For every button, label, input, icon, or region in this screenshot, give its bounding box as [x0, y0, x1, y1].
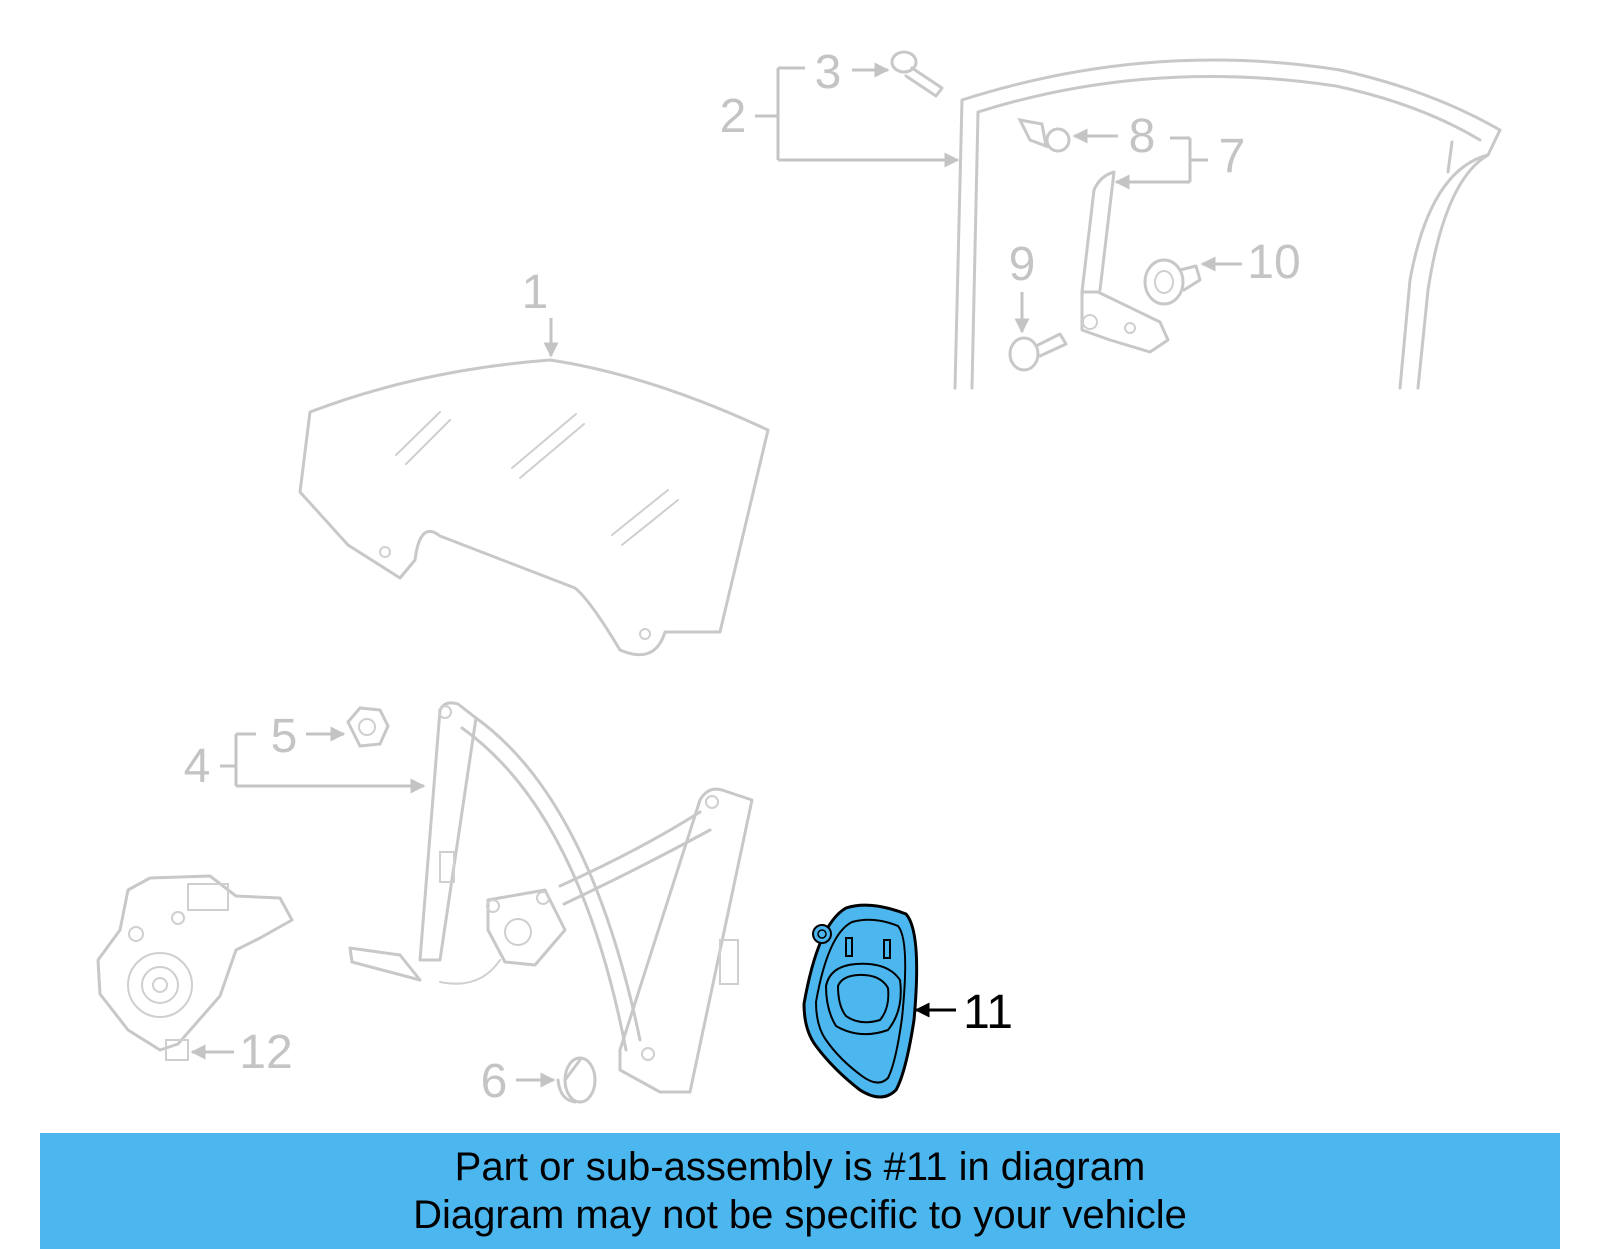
banner-line-2: Diagram may not be specific to your vehi…	[413, 1193, 1187, 1237]
banner-line-1: Part or sub-assembly is #11 in diagram	[454, 1145, 1146, 1189]
window-regulator-part-4	[348, 701, 754, 1094]
screw-part-9	[1008, 332, 1068, 372]
callout-4: 4	[184, 732, 426, 794]
access-hole-cover-part-11	[802, 903, 919, 1099]
svg-text:4: 4	[184, 740, 211, 793]
door-glass-part	[298, 358, 770, 657]
svg-text:9: 9	[1009, 238, 1036, 291]
svg-text:8: 8	[1129, 110, 1156, 163]
svg-text:6: 6	[481, 1055, 508, 1108]
svg-text:5: 5	[271, 710, 298, 763]
bolt-part-3	[890, 50, 944, 98]
svg-text:10: 10	[1247, 236, 1300, 289]
clip-part-8	[1017, 117, 1071, 153]
callout-10: 10	[1200, 236, 1301, 289]
info-banner: Part or sub-assembly is #11 in diagram D…	[40, 1133, 1560, 1249]
callout-11: 11	[914, 986, 1013, 1039]
svg-text:11: 11	[963, 986, 1013, 1039]
callout-7: 7	[1114, 130, 1246, 190]
callout-6: 6	[481, 1055, 556, 1108]
callout-8: 8	[1072, 110, 1156, 163]
callout-9: 9	[1009, 238, 1036, 334]
callout-3: 3	[815, 46, 890, 99]
guide-bracket-part-7	[1080, 170, 1170, 354]
svg-text:12: 12	[239, 1026, 292, 1079]
push-pin-part-10	[1143, 258, 1202, 306]
svg-text:2: 2	[720, 90, 747, 143]
nut-part-5	[346, 706, 390, 748]
callout-2: 2	[720, 66, 960, 168]
svg-text:7: 7	[1219, 130, 1246, 183]
callout-1: 1	[522, 266, 559, 358]
spacer-part-6	[556, 1056, 597, 1104]
svg-text:3: 3	[815, 46, 842, 99]
callout-5: 5	[271, 710, 346, 763]
window-motor-part-12	[96, 874, 294, 1061]
callout-12: 12	[190, 1026, 293, 1079]
svg-text:1: 1	[522, 266, 549, 319]
door-frame-channel-part	[953, 58, 1502, 390]
